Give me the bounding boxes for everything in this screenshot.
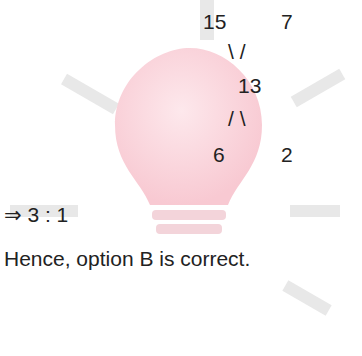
- bulb-base: [152, 210, 226, 220]
- mixture-value: 15: [203, 10, 226, 34]
- mixture-value: 7: [281, 10, 293, 34]
- ratio-result: ⇒ 3 : 1: [4, 203, 68, 227]
- mean-value: 13: [238, 74, 261, 98]
- conclusion-note: Hence, option B is correct.: [4, 247, 250, 271]
- difference-value: 6: [213, 143, 225, 167]
- cross-strokes: \ /: [228, 40, 246, 64]
- bulb-glass: [115, 48, 262, 205]
- difference-value: 2: [281, 143, 293, 167]
- bulb-base: [156, 224, 222, 234]
- cross-strokes: / \: [228, 107, 246, 131]
